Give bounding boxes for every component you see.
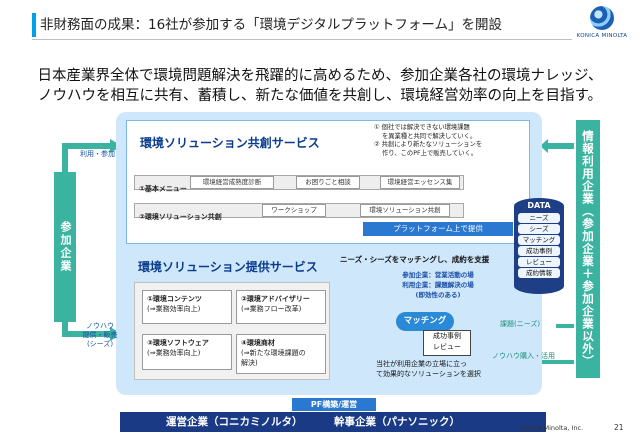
selection-note: 当社が利用企業の立場に立っ て効果的なソリューションを選択 <box>376 360 496 379</box>
knowhow-provide-arrow <box>62 322 112 337</box>
cocreation-title: 環境ソリューション共創サービス <box>140 136 320 150</box>
use-join-arrow <box>62 143 112 172</box>
issue-needs-label: 課題(ニーズ) <box>500 320 541 328</box>
service-1-detail: (⇒業務効率向上) <box>147 305 201 313</box>
data-store-items: ニーズ シーズ マッチング 成功事例 レビュー 成約情報 <box>518 213 560 278</box>
note-line-2b: 作り、このPF上で販売していく。 <box>382 149 478 157</box>
data-item-seeds: シーズ <box>518 224 560 234</box>
data-item-matching: マッチング <box>518 235 560 245</box>
service-2-detail: (⇒業務フロー改革) <box>241 305 302 313</box>
company-logo: KONICA MINOLTA <box>572 6 632 50</box>
footer-company: Konica Minolta, Inc. <box>520 424 584 432</box>
review-label: レビュー <box>433 343 461 351</box>
operator-company: 運営企業（コニカミノルタ） <box>166 416 303 428</box>
pf-operation-banner: PF構築/運営 <box>292 398 376 411</box>
needs-match-text: ニーズ・シーズをマッチングし、成約を支援 <box>340 255 490 264</box>
lead-line-2: ノウハウを相互に共有、蓄積し、新たな価値を共創し、環境経営効率の向上を目指す。 <box>37 88 603 104</box>
secretary-company: 幹事企業（パナソニック） <box>334 416 460 428</box>
service-1-name: ①環境コンテンツ <box>147 295 202 303</box>
menu-item-maturity-diagnosis[interactable]: 環境経営成熟度診断 <box>190 176 274 189</box>
selection-line-1: 当社が利用企業の立場に立っ <box>376 360 467 368</box>
title-accent-bar <box>32 13 36 37</box>
service-3-name: ③環境ソフトウェア <box>147 339 209 347</box>
page-number: 21 <box>614 423 624 432</box>
use-join-label: 利用・参加 <box>80 150 115 158</box>
note-line-1a: ① 個社では解決できない環境課題 <box>374 124 470 131</box>
logo-globe-icon <box>590 6 614 30</box>
info-user-companies-bar: 情報利用企業（参加企業＋参加企業以外） <box>576 120 600 378</box>
note-line-1b: を異業種と共同で解決していく。 <box>382 132 477 140</box>
platform-offer-banner: プラットフォーム上で提供 <box>363 222 513 236</box>
workshop-chip[interactable]: ワークショップ <box>262 204 326 217</box>
success-cases-review-box: 成功事例 レビュー <box>423 330 471 356</box>
selection-line-2: て効果的なソリューションを選択 <box>376 369 481 378</box>
service-2-name: ②環境アドバイザリー <box>241 295 310 303</box>
service-environmental-content[interactable]: ①環境コンテンツ (⇒業務効率向上) <box>142 290 232 324</box>
cocreation-note: ① 個社では解決できない環境課題 を異業種と共同で解決していく。 ② 共創により… <box>374 124 524 158</box>
service-4-name: ④環境商材 <box>241 339 275 347</box>
title-divider <box>32 39 572 40</box>
market-line-2: 利用企業：課題解決の場 <box>402 281 474 289</box>
operator-bar: 運営企業（コニカミノルタ） 幹事企業（パナソニック） <box>120 412 546 432</box>
knowhow-line-3: (シーズ) <box>86 340 114 348</box>
lead-text: 日本産業界全体で環境問題解決を飛躍的に高めるため、参加企業各社の環境ナレッジ、 … <box>0 66 640 106</box>
note-line-2a: ② 共創により新たなソリューションを <box>374 141 483 149</box>
data-item-success-cases: 成功事例 <box>518 246 560 256</box>
market-line-1: 参加企業：営業活動の場 <box>402 271 474 279</box>
service-4-detail-2: 解決) <box>241 359 258 367</box>
provision-title: 環境ソリューション提供サービス <box>138 260 318 274</box>
page-title: 非財務面の成果：16社が参加する「環境デジタルプラットフォーム」を開設 <box>40 17 503 33</box>
data-store-label: DATA <box>527 201 551 210</box>
service-3-detail: (⇒業務効率向上) <box>147 349 201 357</box>
participant-companies-bar: 参加企業 <box>54 172 76 322</box>
solution-cocreate-chip[interactable]: 環境ソリューション共創 <box>360 204 450 217</box>
market-line-3: (即効性のある) <box>415 291 461 299</box>
service-environmental-advisory[interactable]: ②環境アドバイザリー (⇒業務フロー改革) <box>236 290 326 324</box>
knowhow-provide-label: ノウハウ 提供・販売 (シーズ) <box>80 322 120 349</box>
menu-item-essence-collection[interactable]: 環境経営エッセンス集 <box>380 176 460 189</box>
knowhow-line-2: 提供・販売 <box>82 331 118 339</box>
market-description: 参加企業：営業活動の場 利用企業：課題解決の場 (即効性のある) <box>378 270 498 300</box>
data-item-contract-info: 成約情報 <box>518 268 560 278</box>
service-4-detail-1: (⇒新たな環境課題の <box>241 349 306 357</box>
data-item-review: レビュー <box>518 257 560 267</box>
service-environmental-products[interactable]: ④環境商材 (⇒新たな環境課題の 解決) <box>236 334 326 374</box>
service-environmental-software[interactable]: ③環境ソフトウェア (⇒業務効率向上) <box>142 334 232 370</box>
menu-item-consultation[interactable]: お困りごと相談 <box>296 176 360 189</box>
logo-wordmark: KONICA MINOLTA <box>576 33 628 39</box>
data-item-needs: ニーズ <box>518 213 560 223</box>
cases-label: 成功事例 <box>433 332 461 340</box>
cocreate-menu-label: ②環境ソリューション共創 <box>139 213 222 221</box>
matching-node[interactable]: マッチング <box>396 312 454 331</box>
knowhow-buy-label: ノウハウ購入・活用 <box>492 352 555 360</box>
knowhow-line-1: ノウハウ <box>86 322 114 330</box>
lead-line-1: 日本産業界全体で環境問題解決を飛躍的に高めるため、参加企業各社の環境ナレッジ、 <box>37 68 603 84</box>
basic-menu-label: ①基本メニュー <box>139 185 187 193</box>
